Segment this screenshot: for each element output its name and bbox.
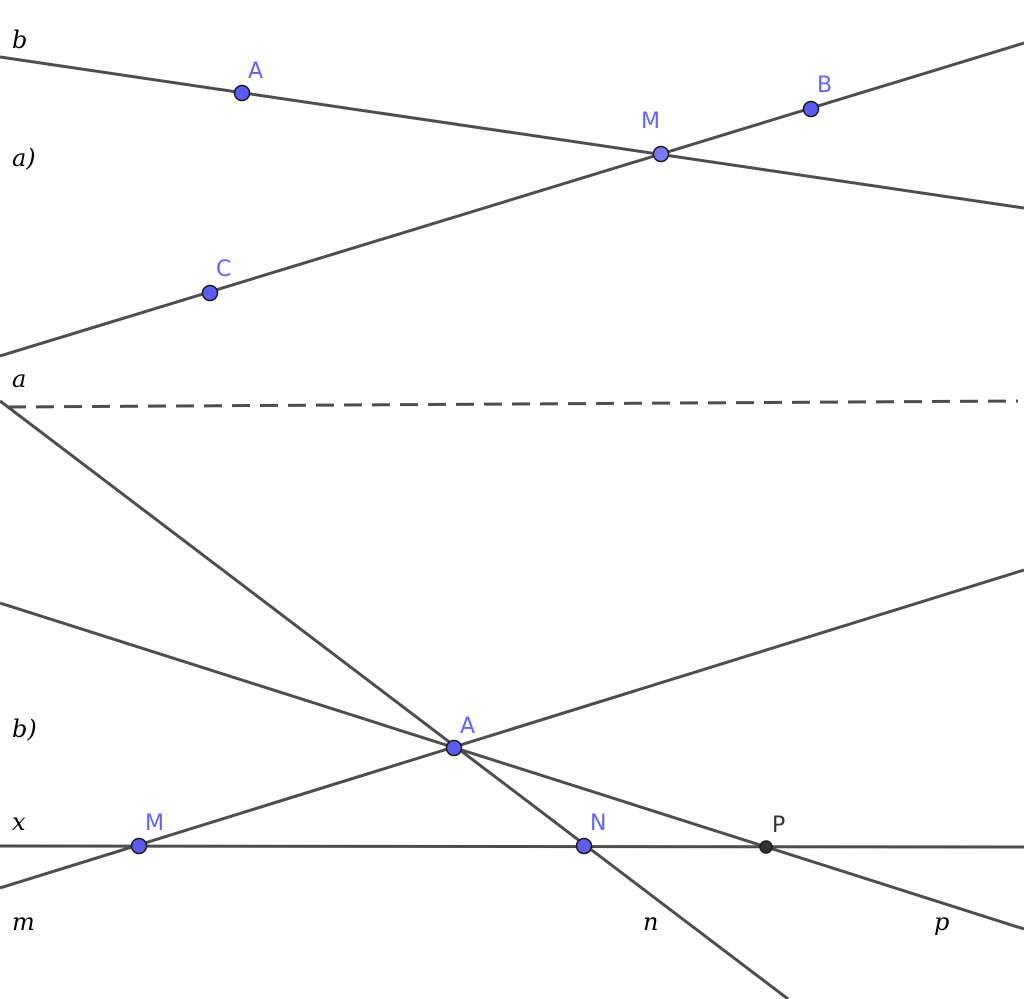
svg-text:M: M [145, 811, 164, 836]
line-n [0, 399, 789, 999]
svg-text:M: M [641, 109, 660, 134]
point-A-b[interactable]: A [445, 714, 476, 757]
line-m [0, 568, 1024, 890]
point-N-b[interactable]: N [575, 811, 607, 855]
svg-text:A: A [248, 59, 263, 84]
part-a: b a) a A B M C [0, 26, 1024, 409]
point-M-b[interactable]: M [130, 811, 164, 855]
svg-text:P: P [772, 813, 785, 838]
dashed-separator [7, 399, 1019, 409]
line-label-b: b [12, 26, 27, 54]
line-x [0, 844, 1024, 849]
line-label-a: a [12, 365, 26, 393]
part-b-label: b) [12, 715, 37, 743]
line-b [0, 55, 1024, 210]
part-b: b) x m n p A M N P [0, 399, 1024, 999]
svg-text:B: B [817, 73, 832, 98]
line-label-x: x [12, 808, 26, 836]
part-a-label: a) [12, 144, 36, 172]
line-label-p: p [934, 908, 949, 936]
svg-text:C: C [216, 257, 231, 282]
point-B-a[interactable]: B [802, 73, 833, 118]
point-A-a[interactable]: A [233, 59, 264, 102]
line-p [0, 601, 1024, 931]
point-C-a[interactable]: C [201, 257, 232, 302]
line-a [0, 41, 1024, 358]
svg-text:A: A [460, 714, 475, 739]
line-label-n: n [643, 908, 658, 936]
point-P-b[interactable]: P [759, 813, 785, 854]
line-label-m: m [12, 908, 35, 936]
svg-text:N: N [590, 811, 606, 836]
point-M-a[interactable]: M [641, 109, 670, 163]
